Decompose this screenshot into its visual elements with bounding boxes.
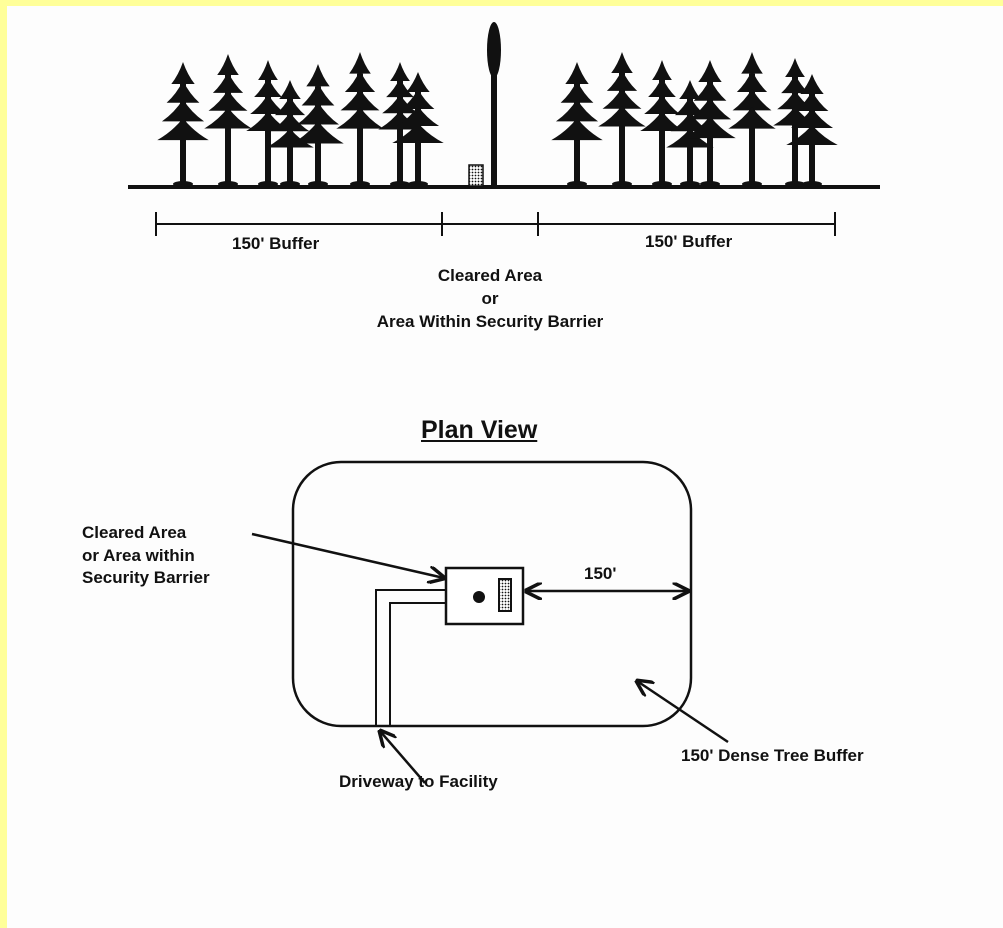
cleared-area-label-line3: Security Barrier [82, 568, 210, 587]
cleared-area-label-line2: or Area within [82, 546, 195, 565]
shelter-symbol [498, 578, 512, 612]
tree-icon [684, 60, 736, 187]
center-label-line2: or [481, 289, 499, 308]
driveway-arrow [380, 731, 426, 784]
tree-buffer-label: 150' Dense Tree Buffer [681, 746, 864, 765]
dimension-label: 150' [584, 564, 617, 583]
tree-icon [204, 54, 252, 187]
tree-icon [728, 52, 776, 187]
driveway [375, 589, 446, 727]
tower-antenna [487, 22, 501, 78]
driveway-label: Driveway to Facility [339, 772, 498, 791]
right-tree-row [551, 52, 838, 187]
buffer-arrow [637, 681, 729, 744]
diagram-sheet [7, 6, 1003, 928]
tree-icon [336, 52, 384, 187]
left-buffer-label: 150' Buffer [232, 234, 320, 253]
tree-icon [292, 64, 344, 187]
center-label-line1: Cleared Area [437, 266, 543, 285]
plan-view [251, 460, 729, 784]
center-label-line3: Area Within Security Barrier [376, 312, 604, 331]
tower-mast [491, 60, 497, 187]
right-buffer-label: 150' Buffer [645, 232, 733, 251]
tree-buffer-outline [291, 460, 693, 728]
tree-icon [598, 52, 646, 187]
elevation-view [128, 22, 880, 236]
buffer-dimension-line [155, 212, 836, 236]
tree-icon [392, 72, 444, 187]
tree-icon [640, 60, 684, 187]
tower-symbol [473, 591, 485, 603]
tree-icon [551, 62, 603, 187]
tree-icon [157, 62, 209, 187]
plan-view-title: Plan View [421, 416, 538, 444]
cleared-area-label-line1: Cleared Area [82, 523, 187, 542]
tree-icon [786, 74, 838, 187]
equipment-shelter [468, 164, 484, 187]
left-tree-row [157, 52, 444, 187]
cleared-area-arrow [251, 532, 444, 578]
